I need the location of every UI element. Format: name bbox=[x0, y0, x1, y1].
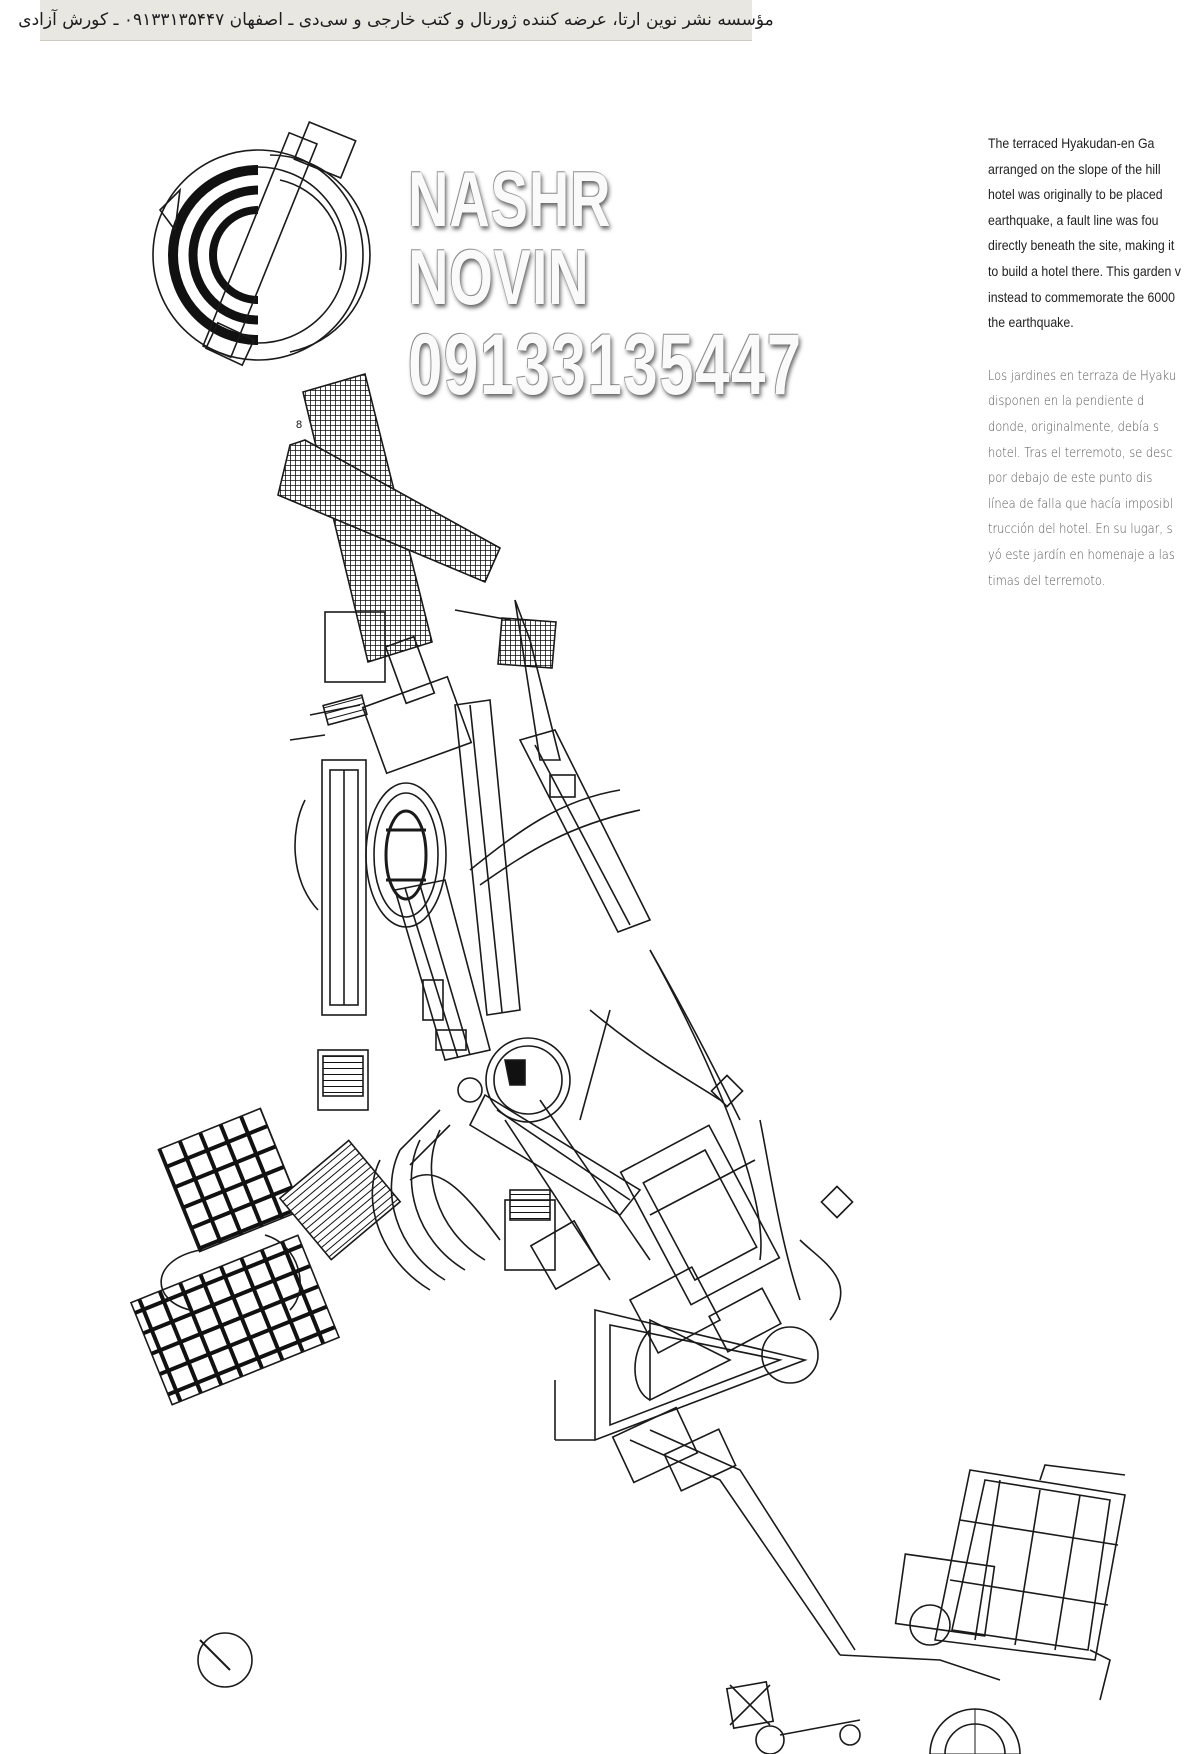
publisher-stamp: مؤسسه نشر نوین ارتا، عرضه کننده ژورنال و… bbox=[18, 0, 774, 41]
watermark: NASHR NOVIN 09133135447 bbox=[408, 155, 803, 413]
publisher-stamp-text: مؤسسه نشر نوین ارتا، عرضه کننده ژورنال و… bbox=[18, 10, 774, 30]
lower-walkway bbox=[611, 1406, 856, 1656]
english-line: hotel was originally to be placed bbox=[988, 186, 1163, 203]
english-line: earthquake, a fault line was fou bbox=[988, 211, 1159, 228]
bottom-right-building bbox=[839, 1464, 1126, 1754]
grid-pavilions bbox=[129, 1107, 402, 1406]
plan-label-8: 8 bbox=[296, 419, 302, 431]
spanish-line: por debajo de este punto dis bbox=[988, 471, 1153, 487]
diagonal-promenade bbox=[468, 1093, 651, 1281]
small-pavilion-elements bbox=[725, 1680, 861, 1754]
english-line: the earthquake. bbox=[988, 314, 1074, 331]
spanish-line: línea de falla que hacía imposibl bbox=[988, 496, 1173, 512]
central-building-blocks bbox=[294, 599, 652, 1111]
english-line: arranged on the slope of the hill bbox=[988, 160, 1161, 177]
english-caption: The terraced Hyakudan-en Ga arranged on … bbox=[988, 131, 1200, 336]
english-line: The terraced Hyakudan-en Ga bbox=[988, 135, 1155, 151]
hatched-roof-slabs bbox=[277, 373, 557, 726]
english-line: directly beneath the site, making it bbox=[988, 237, 1175, 254]
watermark-line-2: 09133135447 bbox=[408, 317, 803, 413]
spanish-caption: Los jardines en terraza de Hyaku dispone… bbox=[988, 364, 1200, 594]
spanish-line: hotel. Tras el terremoto, se desc bbox=[988, 445, 1173, 461]
spanish-line: timas del terremoto. bbox=[988, 573, 1106, 589]
triangular-courtyard bbox=[554, 1308, 819, 1442]
spanish-line: Los jardines en terraza de Hyaku bbox=[988, 368, 1177, 384]
round-pavilion bbox=[457, 1037, 571, 1123]
oval-courtyard bbox=[365, 782, 447, 928]
fan-terraces bbox=[371, 1129, 501, 1291]
spanish-line: yó este jardín en homenaje a las bbox=[988, 547, 1175, 563]
watermark-line-1: NASHR NOVIN bbox=[408, 155, 612, 321]
diamond-markers bbox=[710, 1074, 854, 1219]
lower-buildings bbox=[504, 1124, 842, 1355]
spanish-line: disponen en la pendiente d bbox=[988, 394, 1145, 410]
spanish-line: donde, originalmente, debía s bbox=[988, 419, 1159, 435]
misc-details bbox=[289, 609, 511, 1166]
circular-theatre-plan bbox=[152, 121, 371, 367]
curving-garden-paths bbox=[469, 789, 801, 1301]
north-arrow-icon bbox=[197, 1632, 253, 1688]
english-line: instead to commemorate the 6000 bbox=[988, 288, 1175, 305]
caption-column: The terraced Hyakudan-en Ga arranged on … bbox=[988, 131, 1200, 594]
english-line: to build a hotel there. This garden v bbox=[988, 262, 1181, 279]
spanish-line: trucción del hotel. En su lugar, s bbox=[988, 522, 1173, 538]
